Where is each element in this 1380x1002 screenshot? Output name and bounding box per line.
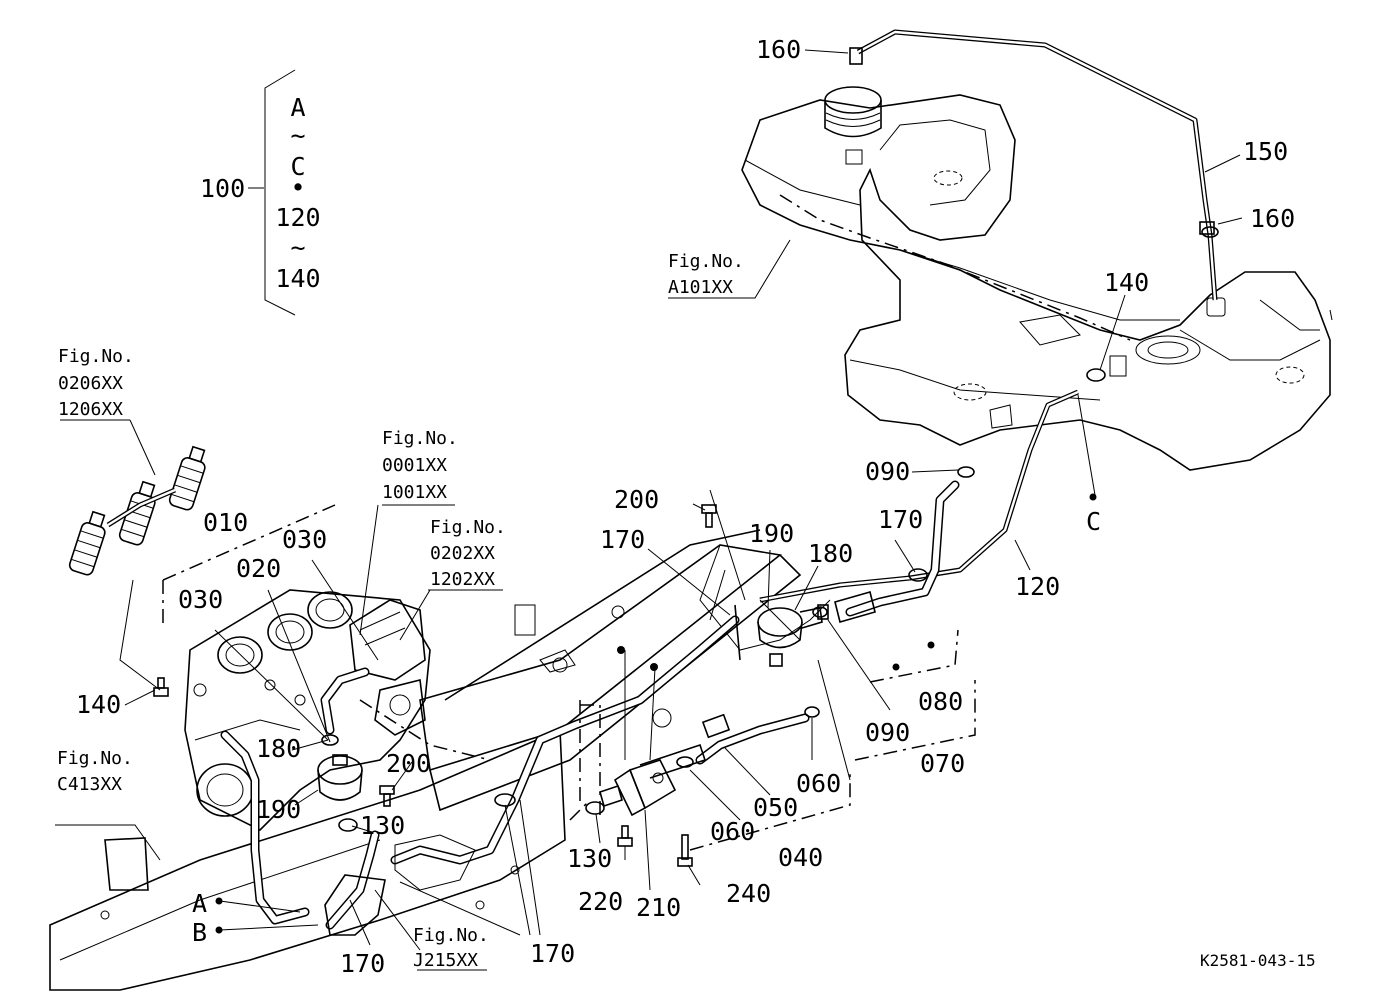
callout-060-left: 060	[710, 817, 755, 846]
callout-090-bottom: 090	[865, 718, 910, 747]
fig-ref-tank-code: A101XX	[668, 277, 733, 298]
callout-170-top: 170	[878, 505, 923, 534]
callout-030-top: 030	[282, 525, 327, 554]
callout-140-engine: 140	[76, 690, 121, 719]
engine-block	[184, 589, 431, 831]
fuel-filters-and-pumps	[153, 226, 1219, 936]
callout-160-right: 160	[1250, 204, 1295, 233]
fig-ref-frame-label: Fig.No.	[57, 748, 133, 769]
callout-140-tank: 140	[1104, 268, 1149, 297]
callout-180-engine: 180	[256, 734, 301, 763]
callout-050: 050	[753, 793, 798, 822]
point-label-b: B	[192, 918, 207, 947]
callout-090-top: 090	[865, 457, 910, 486]
callout-030-left: 030	[178, 585, 223, 614]
callout-190-right: 190	[749, 519, 794, 548]
callout-240: 240	[726, 879, 771, 908]
callout-060-right: 060	[796, 769, 841, 798]
fig-ref-injectors-code2: 1206XX	[58, 399, 123, 420]
fig-ref-frame-code: C413XX	[57, 774, 122, 795]
group-bracket-labels: 100 A ~ C • 120 ~ 140	[200, 93, 321, 293]
drawing-id: K2581-043-15	[1200, 951, 1316, 970]
callout-070: 070	[920, 749, 965, 778]
bolt-240	[677, 834, 693, 867]
fig-ref-bottom-code: J215XX	[413, 950, 478, 971]
bracket-line-2: ~	[290, 121, 305, 150]
fig-ref-injectors-code1: 0206XX	[58, 373, 123, 394]
fig-ref-injection-pump-label: Fig.No.	[430, 517, 506, 538]
callout-180-right: 180	[808, 539, 853, 568]
point-label-a: A	[192, 889, 207, 918]
fig-ref-pump-code2: 1001XX	[382, 482, 447, 503]
group-bracket	[264, 69, 296, 316]
part-callouts: 010 020 030 030 040 050 060 060 070 080 …	[76, 35, 1295, 978]
figure-references: Fig.No. A101XX Fig.No. 0206XX 1206XX Fig…	[57, 251, 744, 971]
leader-lines	[55, 49, 1243, 971]
callout-130-engine: 130	[360, 811, 405, 840]
callout-160-top: 160	[756, 35, 801, 64]
callout-120: 120	[1015, 572, 1060, 601]
bracket-line-5: 120	[275, 203, 320, 232]
callout-170-bottom-left: 170	[340, 949, 385, 978]
fuel-tank	[741, 86, 1333, 471]
fig-ref-injectors-label: Fig.No.	[58, 346, 134, 367]
fig-ref-pump-label: Fig.No.	[382, 428, 458, 449]
callout-150: 150	[1243, 137, 1288, 166]
injector-nozzles	[68, 445, 206, 576]
callout-220: 220	[578, 887, 623, 916]
callout-010: 010	[203, 508, 248, 537]
bracket-line-4: •	[290, 173, 305, 202]
callout-190-engine: 190	[256, 795, 301, 824]
group-outlines	[162, 489, 976, 851]
bolt-140-engine	[153, 677, 169, 697]
fig-ref-tank-label: Fig.No.	[668, 251, 744, 272]
fig-ref-pump-code1: 0001XX	[382, 455, 447, 476]
point-label-c: C	[1086, 507, 1101, 536]
fig-ref-injection-pump-code2: 1202XX	[430, 569, 495, 590]
callout-020: 020	[236, 554, 281, 583]
tractor-frame	[49, 529, 831, 991]
bolt-220	[617, 825, 633, 847]
callout-200-engine: 200	[386, 749, 431, 778]
callout-040: 040	[778, 843, 823, 872]
callout-100: 100	[200, 174, 245, 203]
fig-ref-bottom-label: Fig.No.	[413, 925, 489, 946]
bracket-line-7: 140	[275, 264, 320, 293]
bolt-200-lower	[379, 785, 395, 807]
callout-170-mid: 170	[600, 525, 645, 554]
fig-ref-injection-pump-code1: 0202XX	[430, 543, 495, 564]
bracket-line-3: C	[290, 152, 305, 181]
fuel-hoses	[220, 389, 1079, 930]
connection-points	[215, 493, 1097, 934]
bolt-200-upper	[701, 504, 717, 528]
callout-130-pump: 130	[567, 844, 612, 873]
bracket-line-1: A	[290, 93, 305, 122]
bracket-line-6: ~	[290, 233, 305, 262]
callout-080: 080	[918, 687, 963, 716]
vent-hose	[849, 29, 1218, 301]
callout-210: 210	[636, 893, 681, 922]
callout-170-bottom-right: 170	[530, 939, 575, 968]
callout-200-top: 200	[614, 485, 659, 514]
